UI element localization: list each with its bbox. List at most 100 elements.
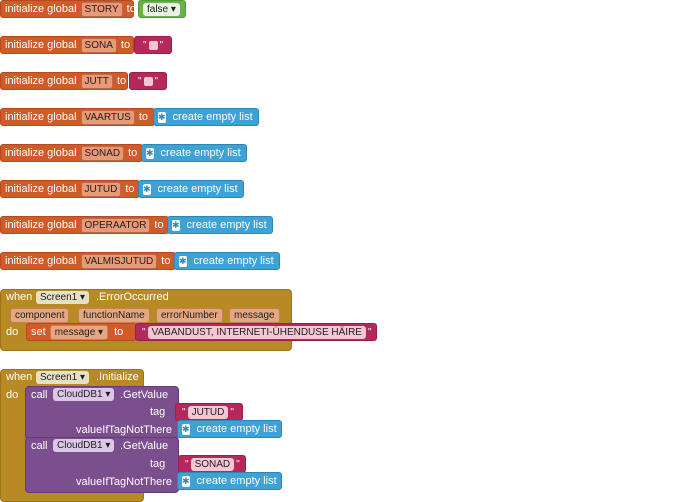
to-label: to: [161, 255, 171, 267]
chevron-down-icon: ▾: [98, 326, 104, 338]
init-global-label: initialize global: [5, 111, 77, 123]
tag-label: tag: [150, 406, 166, 418]
create-empty-list-block[interactable]: ✱ create empty list: [138, 180, 244, 198]
quote-close-icon: ": [154, 75, 159, 87]
create-empty-list-block[interactable]: ✱ create empty list: [167, 216, 273, 234]
boolean-value: false: [147, 3, 169, 15]
to-label: to: [126, 3, 136, 15]
component-dropdown[interactable]: Screen1 ▾: [36, 371, 90, 384]
list-label: create empty list: [193, 255, 274, 267]
var-name-field[interactable]: SONA: [80, 37, 117, 53]
global-var-block-valmisjutud[interactable]: initialize global VALMISJUTUD to: [0, 252, 176, 270]
boolean-block[interactable]: false ▾: [138, 0, 186, 18]
init-global-label: initialize global: [5, 183, 77, 195]
set-variable-block[interactable]: set message ▾ to: [26, 323, 136, 341]
gear-icon[interactable]: ✱: [182, 475, 190, 487]
list-label: create empty list: [196, 475, 277, 487]
var-name-field[interactable]: JUTT: [80, 73, 113, 89]
to-label: to: [128, 147, 138, 159]
string-field[interactable]: SONAD: [190, 457, 235, 471]
quote-open-icon: ": [137, 75, 142, 87]
value-if-tag-not-there-label: valueIfTagNotThere: [76, 476, 172, 488]
var-name-field[interactable]: VAARTUS: [80, 109, 135, 125]
component-name: Screen1: [40, 292, 78, 303]
boolean-dropdown[interactable]: false ▾: [143, 2, 180, 16]
string-field[interactable]: JUTUD: [187, 405, 229, 419]
component-dropdown[interactable]: Screen1 ▾: [36, 291, 90, 304]
global-var-block-sona[interactable]: initialize global SONA to: [0, 36, 134, 54]
to-label: to: [138, 111, 149, 123]
text-block[interactable]: " VABANDUST, INTERNETI-ÜHENDUSE HÄIRE ": [135, 323, 377, 341]
var-name-field[interactable]: OPERAATOR: [80, 217, 151, 233]
param-error-number[interactable]: errorNumber: [156, 308, 223, 323]
text-block[interactable]: " ": [129, 72, 167, 90]
list-label: create empty list: [157, 183, 238, 195]
quote-open-icon: ": [182, 406, 186, 418]
global-var-block-jutud[interactable]: initialize global JUTUD to: [0, 180, 140, 198]
init-global-label: initialize global: [5, 219, 77, 231]
var-name-field[interactable]: SONAD: [80, 145, 125, 161]
call-label: call: [31, 440, 48, 452]
component-name: CloudDB1: [57, 440, 103, 451]
init-global-label: initialize global: [5, 147, 77, 159]
chevron-down-icon: ▾: [80, 292, 86, 303]
init-global-label: initialize global: [5, 3, 77, 15]
text-block[interactable]: " ": [134, 36, 172, 54]
create-empty-list-block[interactable]: ✱ create empty list: [177, 472, 282, 490]
var-name-field[interactable]: JUTUD: [80, 181, 122, 197]
gear-icon[interactable]: ✱: [179, 255, 187, 267]
call-label: call: [31, 389, 48, 401]
gear-icon[interactable]: ✱: [143, 183, 151, 195]
list-label: create empty list: [160, 147, 241, 159]
set-label: set: [31, 326, 46, 338]
var-name-field[interactable]: VALMISJUTUD: [80, 253, 158, 269]
quote-close-icon: ": [236, 458, 240, 470]
tag-label: tag: [150, 458, 166, 470]
empty-string-field[interactable]: [148, 40, 158, 50]
global-var-block-story[interactable]: initialize global STORY to: [0, 0, 136, 18]
component-dropdown[interactable]: CloudDB1 ▾: [53, 388, 115, 401]
gear-icon[interactable]: ✱: [146, 147, 154, 159]
component-dropdown[interactable]: CloudDB1 ▾: [53, 439, 115, 452]
global-var-block-jutt[interactable]: initialize global JUTT to: [0, 72, 128, 90]
create-empty-list-block[interactable]: ✱ create empty list: [174, 252, 280, 270]
to-label: to: [154, 219, 164, 231]
global-var-block-sonad[interactable]: initialize global SONAD to: [0, 144, 143, 162]
chevron-down-icon: ▾: [105, 440, 111, 451]
chevron-down-icon: ▾: [80, 372, 86, 383]
when-label: when: [6, 291, 33, 303]
gear-icon[interactable]: ✱: [182, 423, 190, 435]
init-global-label: initialize global: [5, 255, 77, 267]
quote-open-icon: ": [185, 458, 189, 470]
to-label: to: [120, 39, 131, 51]
list-label: create empty list: [172, 111, 253, 123]
global-var-block-operaator[interactable]: initialize global OPERAATOR to: [0, 216, 169, 234]
do-label: do: [6, 326, 19, 338]
gear-icon[interactable]: ✱: [158, 111, 166, 123]
method-name: .GetValue: [120, 440, 169, 452]
create-empty-list-block[interactable]: ✱ create empty list: [177, 420, 282, 438]
quote-close-icon: ": [367, 326, 372, 338]
when-label: when: [6, 371, 33, 383]
list-label: create empty list: [186, 219, 267, 231]
text-block[interactable]: " SONAD ": [178, 455, 246, 473]
create-empty-list-block[interactable]: ✱ create empty list: [153, 108, 259, 126]
variable-dropdown[interactable]: message ▾: [49, 324, 109, 340]
quote-close-icon: ": [230, 406, 234, 418]
global-var-block-vaartus[interactable]: initialize global VAARTUS to: [0, 108, 155, 126]
gear-icon[interactable]: ✱: [172, 219, 180, 231]
param-component[interactable]: component: [10, 308, 70, 323]
to-label: to: [125, 183, 135, 195]
value-if-tag-not-there-label: valueIfTagNotThere: [76, 424, 172, 436]
create-empty-list-block[interactable]: ✱ create empty list: [141, 144, 247, 162]
empty-string-field[interactable]: [143, 76, 153, 86]
to-label: to: [114, 326, 124, 338]
text-block[interactable]: " JUTUD ": [175, 403, 243, 421]
var-name-field[interactable]: STORY: [80, 1, 123, 17]
param-function-name[interactable]: functionName: [78, 308, 150, 323]
param-message[interactable]: message: [229, 308, 280, 323]
component-name: CloudDB1: [57, 389, 103, 400]
string-field[interactable]: VABANDUST, INTERNETI-ÜHENDUSE HÄIRE: [147, 325, 366, 339]
init-global-label: initialize global: [5, 75, 77, 87]
do-label: do: [6, 389, 19, 401]
